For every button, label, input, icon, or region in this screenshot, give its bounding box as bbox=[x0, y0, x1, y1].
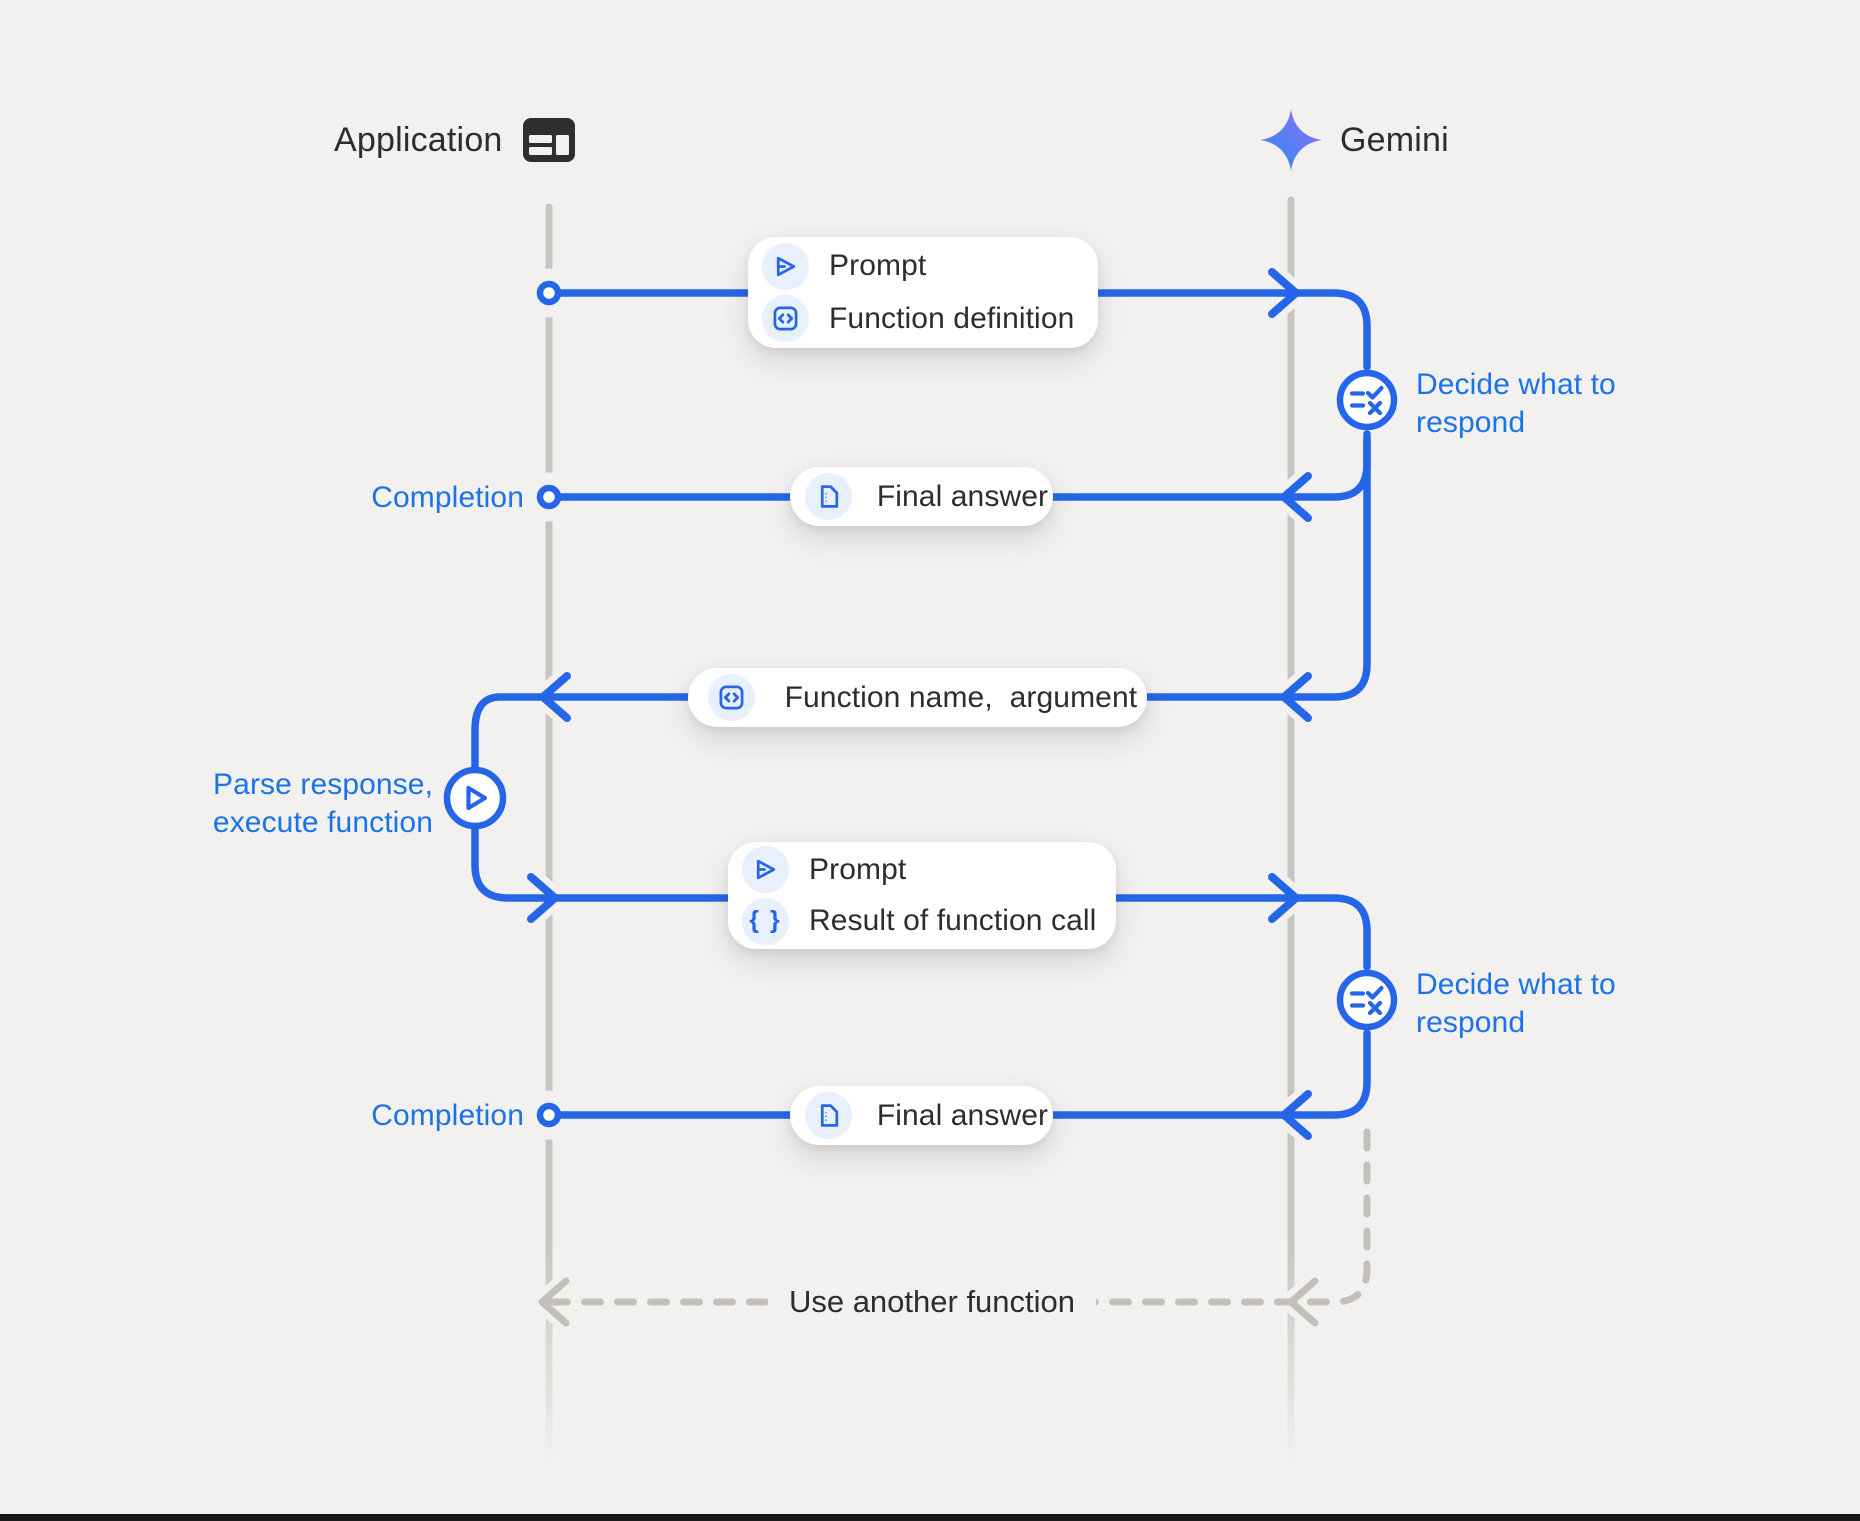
completion-circle-1 bbox=[536, 484, 562, 510]
message-row: Function definition bbox=[762, 295, 1098, 343]
lifelines bbox=[545, 196, 1295, 1466]
decide-node-2 bbox=[1336, 969, 1398, 1031]
message-text: Final answer bbox=[876, 479, 1049, 513]
actor-application: Application bbox=[334, 114, 575, 166]
arrowhead-function-call-app bbox=[539, 672, 571, 722]
gemini-label: Gemini bbox=[1340, 120, 1449, 159]
document-icon bbox=[804, 473, 852, 520]
gemini-sparkle-icon bbox=[1258, 107, 1324, 173]
message-text: Prompt bbox=[809, 852, 907, 886]
message-row: Prompt bbox=[742, 846, 1116, 894]
message-text: Result of function call bbox=[809, 904, 1097, 938]
decide-label-1: Decide what to respond bbox=[1416, 368, 1616, 439]
message-row: Prompt bbox=[762, 242, 1098, 290]
application-label: Application bbox=[334, 120, 503, 159]
document-icon bbox=[804, 1092, 852, 1139]
decide-node-1 bbox=[1336, 369, 1398, 431]
code-box-icon bbox=[707, 674, 755, 721]
arrowhead-prompt-2-gemini bbox=[1268, 873, 1300, 923]
bottom-edge-bar bbox=[0, 1514, 1860, 1521]
loop-arrowhead-gemini bbox=[1287, 1277, 1319, 1327]
message-final-answer-2: Final answer bbox=[790, 1086, 1053, 1145]
rule-icon bbox=[1349, 385, 1384, 416]
arrowhead-final-answer-2 bbox=[1280, 1090, 1312, 1140]
message-row: { } Result of function call bbox=[742, 897, 1116, 945]
app-window-icon bbox=[522, 118, 575, 162]
message-prompt-2: Prompt { } Result of function call bbox=[728, 842, 1116, 949]
connector-prompt-1 bbox=[557, 289, 1371, 371]
endpoint-circles bbox=[536, 280, 562, 1128]
parse-response-label: Parse response, execute function bbox=[212, 768, 433, 839]
message-text: Function name, argument bbox=[784, 680, 1138, 714]
loop-connector bbox=[538, 1128, 1371, 1327]
code-box-icon bbox=[762, 295, 809, 343]
arrowhead-prompt-2-app bbox=[527, 873, 559, 923]
start-circle-prompt-1 bbox=[536, 280, 562, 306]
use-another-function-label: Use another function bbox=[768, 1280, 1096, 1324]
message-text: Function definition bbox=[829, 301, 1075, 335]
actor-gemini: Gemini bbox=[1258, 106, 1449, 174]
connector-final-answer-2 bbox=[557, 1029, 1371, 1119]
arrowhead-prompt-1 bbox=[1268, 268, 1300, 318]
message-prompt-1: Prompt Function definition bbox=[748, 237, 1098, 348]
parse-node bbox=[443, 766, 507, 830]
arrowheads bbox=[527, 268, 1312, 1140]
rule-icon bbox=[1349, 985, 1384, 1016]
loop-arrowhead-application bbox=[538, 1277, 570, 1327]
completion-circle-2 bbox=[536, 1102, 562, 1128]
send-icon bbox=[742, 846, 789, 894]
message-text: Final answer bbox=[876, 1098, 1049, 1132]
message-text: Prompt bbox=[829, 249, 927, 283]
braces-icon: { } bbox=[742, 897, 789, 945]
play-icon bbox=[466, 785, 488, 811]
send-icon bbox=[762, 242, 809, 290]
arrowhead-function-call-gemini bbox=[1280, 672, 1312, 722]
message-final-answer-1: Final answer bbox=[790, 467, 1053, 526]
completion-label-2: Completion bbox=[371, 1099, 524, 1132]
completion-label-1: Completion bbox=[371, 481, 524, 514]
loop-dashed-line bbox=[539, 1128, 1371, 1306]
message-function-call: Function name, argument bbox=[688, 668, 1147, 727]
arrowhead-final-answer-1 bbox=[1280, 472, 1312, 522]
decide-label-2: Decide what to respond bbox=[1416, 968, 1616, 1039]
